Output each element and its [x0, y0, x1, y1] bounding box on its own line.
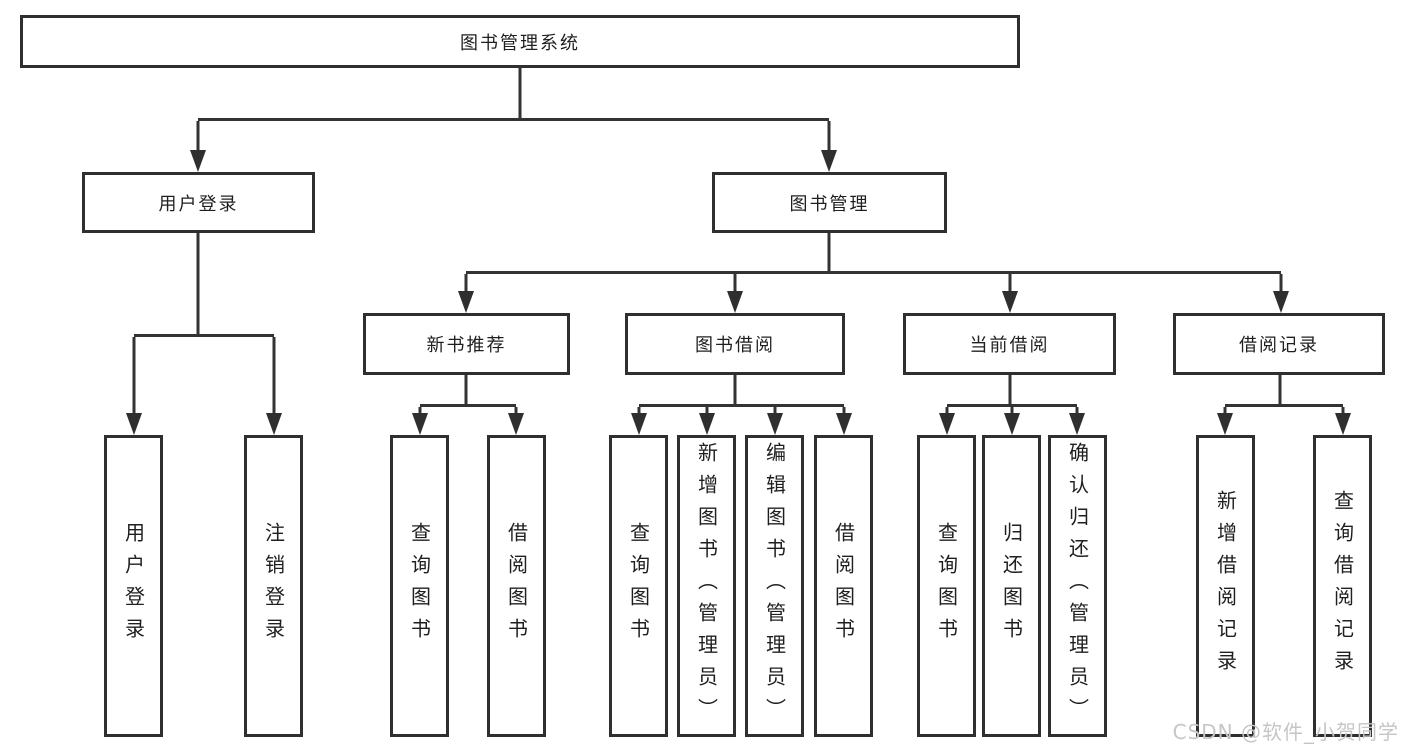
node-label: 借阅图书 — [831, 522, 856, 650]
leaf-borrow-books-recommend: 借阅图书 — [487, 435, 546, 737]
node-label: 新书推荐 — [426, 335, 507, 356]
node-label: 图书管理 — [789, 193, 870, 215]
connector-root — [190, 68, 837, 172]
leaf-query-books-borrow: 查询图书 — [609, 435, 668, 737]
leaf-confirm-return-admin: 确认归还（管理员） — [1048, 435, 1107, 737]
node-label: 查询图书 — [934, 522, 959, 650]
node-label: 新增借阅记录 — [1213, 490, 1238, 682]
leaf-user-login: 用户登录 — [104, 435, 163, 737]
node-label: 新增图书（管理员） — [694, 442, 719, 730]
connector-user-login — [126, 233, 282, 435]
csdn-watermark: CSDN @软件_小贺同学 — [1172, 720, 1399, 744]
node-label: 当前借阅 — [969, 335, 1050, 356]
node-label: 图书管理系统 — [460, 32, 580, 54]
leaf-add-book-admin: 新增图书（管理员） — [677, 435, 736, 737]
node-label: 编辑图书（管理员） — [762, 442, 787, 730]
leaf-query-borrow-record: 查询借阅记录 — [1313, 435, 1372, 737]
node-label: 查询图书 — [626, 522, 651, 650]
node-library-system: 图书管理系统 — [20, 15, 1020, 68]
leaf-edit-book-admin: 编辑图书（管理员） — [745, 435, 804, 737]
node-user-login: 用户登录 — [82, 172, 315, 233]
connector-book-management — [458, 233, 1289, 313]
leaf-borrow-books: 借阅图书 — [814, 435, 873, 737]
node-label: 用户登录 — [121, 522, 146, 650]
connector-book-borrowing — [631, 375, 852, 435]
node-current-borrowing: 当前借阅 — [903, 313, 1116, 375]
node-label: 确认归还（管理员） — [1065, 442, 1090, 730]
connector-current-borrowing — [939, 375, 1085, 435]
node-label: 借阅记录 — [1239, 335, 1319, 356]
leaf-query-books-current: 查询图书 — [917, 435, 976, 737]
node-label: 借阅图书 — [504, 522, 529, 650]
node-label: 查询图书 — [407, 522, 432, 650]
leaf-logout: 注销登录 — [244, 435, 303, 737]
leaf-query-books-recommend: 查询图书 — [390, 435, 449, 737]
node-label: 归还图书 — [999, 522, 1024, 650]
node-label: 用户登录 — [158, 193, 239, 215]
node-label: 注销登录 — [261, 522, 286, 650]
leaf-return-book: 归还图书 — [982, 435, 1041, 737]
node-book-management: 图书管理 — [712, 172, 947, 233]
node-new-book-recommend: 新书推荐 — [363, 313, 570, 375]
connector-new-book-recommend — [412, 375, 524, 435]
node-label: 查询借阅记录 — [1330, 490, 1355, 682]
node-borrow-records: 借阅记录 — [1173, 313, 1385, 375]
leaf-add-borrow-record: 新增借阅记录 — [1196, 435, 1255, 737]
connector-borrow-records — [1217, 375, 1351, 435]
node-book-borrowing: 图书借阅 — [625, 313, 845, 375]
node-label: 图书借阅 — [695, 335, 775, 356]
